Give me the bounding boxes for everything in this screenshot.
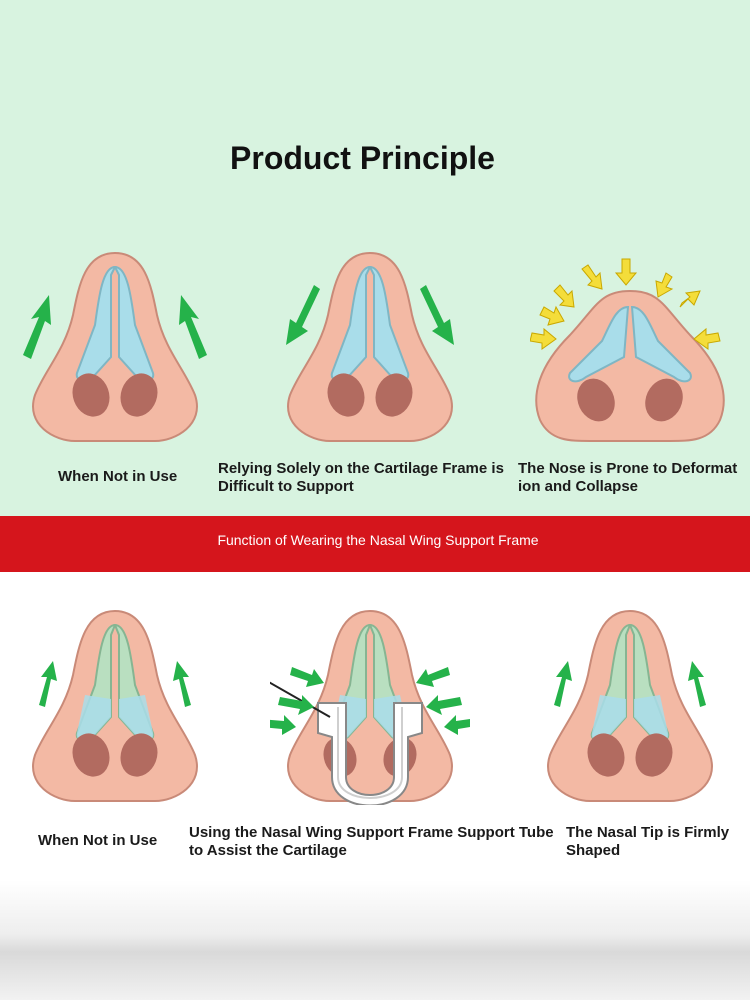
- arrow-up-icon: [39, 661, 57, 707]
- nose-diagram-collapsing: [286, 251, 454, 442]
- arrow-up-icon: [688, 661, 706, 707]
- caption-cartilage-only: Relying Solely on the Cartilage Frame is…: [218, 460, 504, 495]
- nose-diagram-normal: [23, 251, 207, 442]
- banner-text: Function of Wearing the Nasal Wing Suppo…: [217, 532, 539, 548]
- arrow-up-icon: [554, 661, 572, 707]
- caption-support-tube: Using the Nasal Wing Support Frame Suppo…: [189, 824, 554, 859]
- page-title: Product Principle: [230, 140, 495, 176]
- nose-diagram-deformed: [530, 258, 725, 442]
- nasal-support-frame-icon: [317, 702, 423, 805]
- bottom-shadow: [0, 880, 750, 1000]
- arrow-up-icon: [179, 295, 207, 359]
- arrow-down-icon: [420, 285, 454, 345]
- caption-not-in-use-top: When Not in Use: [58, 468, 178, 485]
- arrow-down-icon: [286, 285, 320, 345]
- arrow-up-icon: [23, 295, 51, 359]
- nose-diagram-normal-bottom: [32, 609, 198, 802]
- pressure-arrows-icon: [530, 258, 721, 350]
- nose-diagram-shaped: [547, 609, 713, 802]
- function-banner: Function of Wearing the Nasal Wing Suppo…: [0, 516, 750, 572]
- compress-arrows-icon: [270, 667, 470, 735]
- nose-diagram-with-support: [270, 609, 470, 805]
- caption-not-in-use-bottom: When Not in Use: [38, 832, 158, 849]
- arrow-up-icon: [173, 661, 191, 707]
